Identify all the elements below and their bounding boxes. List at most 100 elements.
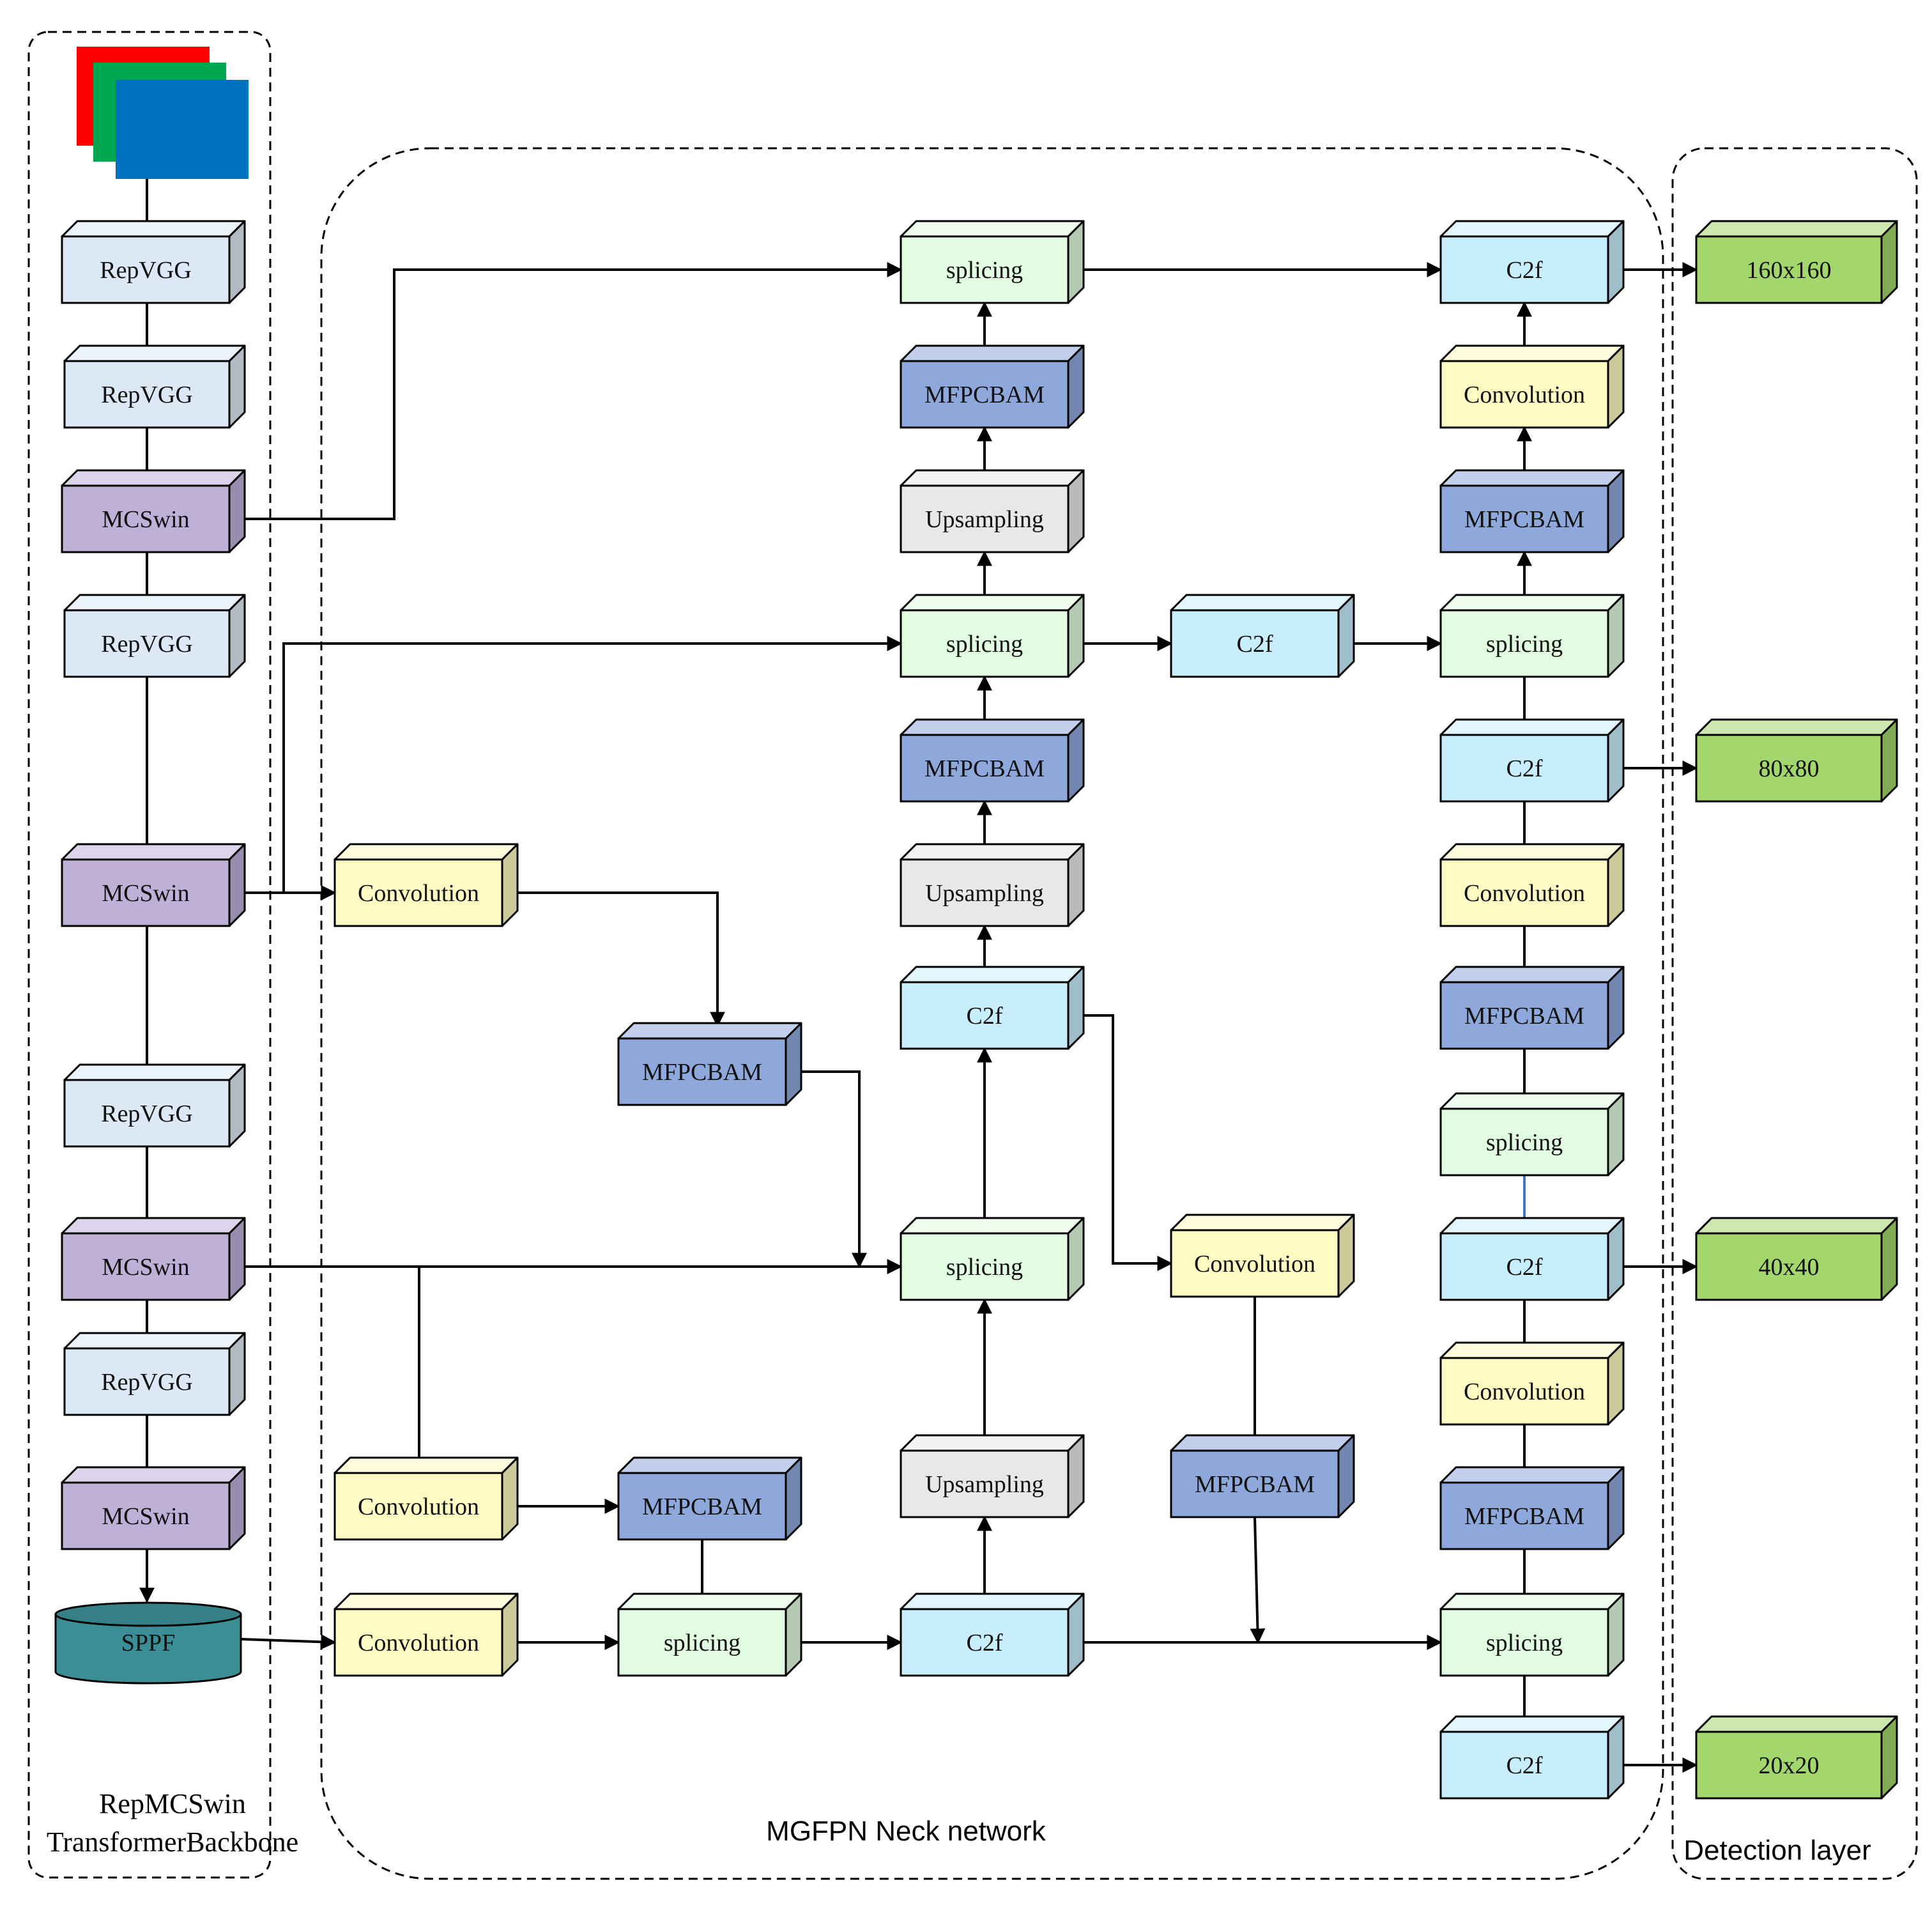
neck-splicing-c1: splicing [900,220,1085,304]
backbone-label-line1: RepMCSwin [99,1788,246,1819]
blocks: RepVGGRepVGGMCSwinRepVGGMCSwinRepVGGMCSw… [54,220,1898,1800]
neck-convolution-e10: Convolution [1439,1341,1625,1426]
neck-mfpcbam-e11: MFPCBAM [1439,1466,1625,1550]
neck-splicing-c4-label: splicing [946,631,1023,658]
neck-convolution-a2-label: Convolution [358,1493,479,1520]
backbone-mcswin-2: MCSwin [61,843,246,927]
neck-convolution-e6: Convolution [1439,843,1625,927]
neck-splicing-c4: splicing [900,594,1085,678]
neck-splicing-c1-label: splicing [946,257,1023,284]
edge-mcswin1-splicing-c1 [229,262,903,520]
backbone-mcswin-3: MCSwin [61,1217,246,1301]
neck-upsampling-c6-label: Upsampling [925,880,1044,907]
neck-mfpcbam-b1-label: MFPCBAM [642,1059,762,1086]
neck-upsampling-c6: Upsampling [900,843,1085,927]
output-160x160: 160x160 [1695,220,1898,304]
neck-c2f-c7: C2f [900,966,1085,1050]
backbone-repvgg-3-label: RepVGG [101,631,193,658]
neck-mfpcbam-d3: MFPCBAM [1170,1434,1355,1518]
output-40x40: 40x40 [1695,1217,1898,1301]
edge-c2f-c7-convolution-d2 [1068,1014,1173,1271]
neck-c2f-e9-label: C2f [1506,1254,1543,1281]
neck-c2f-e5: C2f [1439,718,1625,803]
edge-sppf-convolution-a3 [240,1634,337,1650]
detection-frame [1671,147,1918,1880]
neck-c2f-e13: C2f [1439,1715,1625,1800]
backbone-repvgg-3: RepVGG [63,594,246,678]
backbone-label-line2: TransformerBackbone [47,1826,298,1858]
output-80x80-label: 80x80 [1759,755,1820,782]
neck-c2f-d1: C2f [1170,594,1355,678]
neck-c2f-e9: C2f [1439,1217,1625,1301]
neck-convolution-e2-label: Convolution [1464,382,1585,408]
backbone-mcswin-1-label: MCSwin [102,506,189,533]
neck-label: MGFPN Neck network [766,1816,1046,1847]
neck-convolution-e2: Convolution [1439,344,1625,429]
backbone-repvgg-4: RepVGG [63,1063,246,1148]
backbone-repvgg-1: RepVGG [61,220,246,304]
backbone-sppf: SPPF [54,1601,242,1685]
neck-c2f-e5-label: C2f [1506,755,1543,782]
edge-mcswin2-splicing-c4 [282,636,903,893]
edge-mfpcbam-d3-junction [1250,1516,1266,1644]
neck-convolution-d2-label: Convolution [1194,1251,1315,1277]
neck-upsampling-c9-label: Upsampling [925,1471,1044,1498]
neck-c2f-c7-label: C2f [967,1003,1003,1030]
backbone-repvgg-4-label: RepVGG [101,1100,193,1127]
neck-convolution-e10-label: Convolution [1464,1378,1585,1405]
neck-splicing-e4: splicing [1439,594,1625,678]
backbone-repvgg-1-label: RepVGG [100,257,192,284]
neck-mfpcbam-c5-label: MFPCBAM [924,755,1045,782]
neck-mfpcbam-e3: MFPCBAM [1439,469,1625,553]
output-40x40-label: 40x40 [1759,1254,1820,1281]
neck-mfpcbam-b1: MFPCBAM [617,1022,802,1106]
neck-mfpcbam-e11-label: MFPCBAM [1464,1503,1584,1530]
backbone-mcswin-1: MCSwin [61,469,246,553]
output-20x20-label: 20x20 [1759,1752,1820,1779]
neck-c2f-c10: C2f [900,1593,1085,1677]
neck-upsampling-c3: Upsampling [900,469,1085,553]
backbone-repvgg-2: RepVGG [63,344,246,429]
neck-mfpcbam-e7-label: MFPCBAM [1464,1003,1584,1030]
backbone-mcswin-2-label: MCSwin [102,880,189,907]
neck-frame [320,147,1664,1880]
backbone-repvgg-2-label: RepVGG [101,382,193,408]
neck-mfpcbam-c2: MFPCBAM [900,344,1085,429]
output-80x80: 80x80 [1695,718,1898,803]
neck-splicing-e12-label: splicing [1486,1630,1563,1656]
output-20x20: 20x20 [1695,1715,1898,1800]
neck-splicing-e4-label: splicing [1486,631,1563,658]
backbone-mcswin-4: MCSwin [61,1466,246,1550]
neck-c2f-c10-label: C2f [967,1630,1003,1656]
neck-convolution-d2: Convolution [1170,1214,1355,1298]
output-160x160-label: 160x160 [1747,257,1832,284]
backbone-repvgg-5-label: RepVGG [101,1369,193,1396]
neck-mfpcbam-e7: MFPCBAM [1439,966,1625,1050]
neck-convolution-a1: Convolution [334,843,519,927]
edge-mfpcbam-b1-splicing-c8 [786,1070,867,1269]
neck-convolution-a2: Convolution [334,1456,519,1541]
neck-c2f-e1-label: C2f [1506,257,1543,284]
group-frames: RepMCSwin TransformerBackbone MGFPN Neck… [27,31,1918,1880]
detection-label: Detection layer [1683,1835,1871,1866]
neck-splicing-c8-label: splicing [946,1254,1023,1281]
neck-upsampling-c9: Upsampling [900,1434,1085,1518]
neck-c2f-e13-label: C2f [1506,1752,1543,1779]
neck-mfpcbam-e3-label: MFPCBAM [1464,506,1584,533]
neck-mfpcbam-b2-label: MFPCBAM [642,1493,762,1520]
neck-splicing-e8: splicing [1439,1092,1625,1176]
neck-splicing-b3-label: splicing [664,1630,740,1656]
neck-splicing-e8-label: splicing [1486,1129,1563,1156]
backbone-frame [27,31,272,1879]
neck-mfpcbam-b2: MFPCBAM [617,1456,802,1541]
neck-convolution-a3: Convolution [334,1593,519,1677]
neck-convolution-a1-label: Convolution [358,880,479,907]
input-image-icon [77,47,249,179]
neck-mfpcbam-d3-label: MFPCBAM [1195,1471,1315,1498]
backbone-sppf-label: SPPF [121,1630,176,1656]
backbone-mcswin-4-label: MCSwin [102,1503,189,1530]
neck-splicing-e12: splicing [1439,1593,1625,1677]
neck-splicing-c8: splicing [900,1217,1085,1301]
neck-c2f-e1: C2f [1439,220,1625,304]
